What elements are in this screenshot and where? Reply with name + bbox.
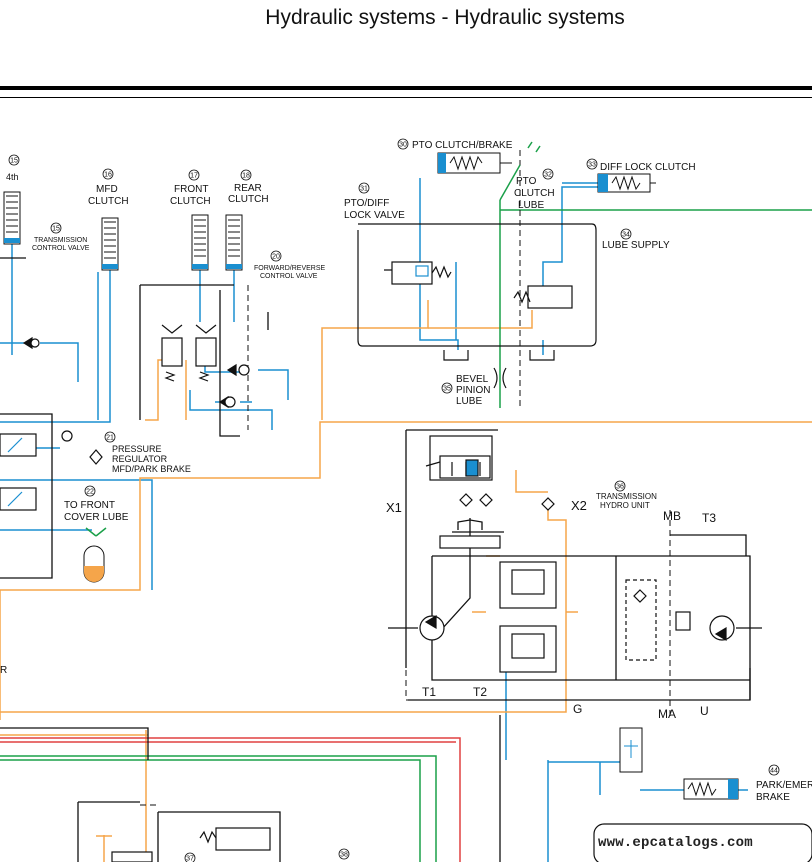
pto-clutch-brake-cylinder bbox=[437, 152, 512, 174]
label-transmission: TRANSMISSION bbox=[34, 237, 87, 244]
label-bevel-lube: LUBE bbox=[456, 396, 482, 407]
label-lube-supply: LUBE SUPPLY bbox=[602, 240, 670, 251]
label-pto: PTO bbox=[516, 176, 537, 187]
dashed-boundaries bbox=[140, 150, 750, 806]
label-37-num: 37 bbox=[186, 856, 194, 862]
label-rear-clutch: CLUTCH bbox=[228, 194, 269, 205]
red-lines bbox=[0, 737, 461, 862]
mfd-clutch-spring bbox=[101, 217, 119, 271]
port-x2: X2 bbox=[571, 498, 587, 513]
port-r: R bbox=[0, 665, 7, 676]
label-30-num: 30 bbox=[399, 142, 407, 149]
port-g: G bbox=[573, 702, 582, 716]
pto-switch bbox=[499, 141, 541, 201]
label-front: FRONT bbox=[174, 184, 208, 195]
label-4th: 4th bbox=[6, 172, 19, 182]
label-pto-clutch-brake: PTO CLUTCH/BRAKE bbox=[412, 140, 513, 151]
label-diff-lock-clutch: DIFF LOCK CLUTCH bbox=[600, 162, 696, 173]
label-mfd: MFD bbox=[96, 184, 118, 195]
pressure-regulator bbox=[89, 449, 103, 465]
lube-lines bbox=[0, 200, 812, 862]
park-brake-cylinder bbox=[619, 727, 739, 800]
label-18-num: 18 bbox=[242, 173, 250, 180]
label-bevel: BEVEL bbox=[456, 374, 489, 385]
label-38-num: 38 bbox=[340, 852, 348, 859]
front-clutch-spring bbox=[191, 214, 209, 271]
label-pressure: PRESSURE bbox=[112, 444, 162, 454]
label-16-num: 16 bbox=[104, 172, 112, 179]
watermark: www.epcatalogs.com bbox=[598, 835, 753, 851]
bottom-valves bbox=[111, 823, 812, 862]
port-ma: MA bbox=[658, 707, 676, 721]
forward-reverse-valve bbox=[161, 324, 217, 382]
label-pto-clutch: CLUTCH bbox=[514, 188, 555, 199]
label-17-num: 17 bbox=[190, 173, 198, 180]
hydro-unit-control-valve bbox=[425, 435, 555, 511]
label-15-num: 15 bbox=[52, 226, 60, 233]
bevel-pinion-orifice bbox=[493, 367, 507, 389]
front-cover-accumulator bbox=[83, 527, 107, 583]
port-x1: X1 bbox=[386, 500, 402, 515]
label-regulator: REGULATOR bbox=[112, 454, 168, 464]
label-lock-valve: LOCK VALVE bbox=[344, 210, 405, 221]
label-forward-reverse: FORWARD/REVERSE bbox=[254, 265, 326, 272]
label-mfd-clutch: CLUTCH bbox=[88, 196, 129, 207]
clutch-4th-spring bbox=[3, 191, 21, 245]
label-mfd-park-brake: MFD/PARK BRAKE bbox=[112, 464, 191, 474]
label-fr-control-valve: CONTROL VALVE bbox=[260, 273, 318, 280]
label-36-num: 36 bbox=[616, 484, 624, 491]
label-to-front: TO FRONT bbox=[64, 500, 115, 511]
label-rear: REAR bbox=[234, 183, 262, 194]
label-32-num: 32 bbox=[544, 172, 552, 179]
component-labels: 15 4th 15 TRANSMISSION CONTROL VALVE 16 … bbox=[6, 138, 812, 862]
label-front-clutch: CLUTCH bbox=[170, 196, 211, 207]
label-park-emer: PARK/EMER bbox=[756, 780, 812, 791]
hydro-pump-motor bbox=[388, 535, 762, 673]
port-labels: X1 X2 MB T3 T1 T2 G MA U R bbox=[0, 498, 716, 721]
pto-diff-lock-valve bbox=[357, 223, 597, 361]
label-hydro-unit: HYDRO UNIT bbox=[600, 501, 650, 510]
label-pto-diff: PTO/DIFF bbox=[344, 198, 389, 209]
port-mb: MB bbox=[663, 509, 681, 523]
label-35-num: 35 bbox=[443, 386, 451, 393]
label-park-brake: BRAKE bbox=[756, 792, 790, 803]
port-t2: T2 bbox=[473, 685, 487, 699]
diff-lock-clutch-cylinder bbox=[597, 173, 656, 193]
port-t1: T1 bbox=[422, 685, 436, 699]
header-rule bbox=[0, 86, 812, 90]
label-21-num: 21 bbox=[106, 435, 114, 442]
label-31-num: 31 bbox=[360, 186, 368, 193]
label-33-num: 33 bbox=[588, 162, 596, 169]
pressure-lines bbox=[0, 178, 748, 862]
label-cover-lube: COVER LUBE bbox=[64, 512, 129, 523]
label-transmission-hu: TRANSMISSION bbox=[596, 492, 657, 501]
port-u: U bbox=[700, 704, 709, 718]
label-pinion: PINION bbox=[456, 385, 490, 396]
label-pto-lube: LUBE bbox=[518, 200, 544, 211]
label-34-num: 34 bbox=[622, 232, 630, 239]
label-44-num: 44 bbox=[770, 768, 778, 775]
transmission-control-spools bbox=[0, 433, 37, 511]
header-rule-thin bbox=[0, 97, 812, 98]
label-15-top-num: 15 bbox=[10, 158, 18, 165]
label-22-num: 22 bbox=[86, 489, 94, 496]
page-title: Hydraulic systems - Hydraulic systems bbox=[265, 6, 625, 29]
port-t3: T3 bbox=[702, 511, 716, 525]
check-valves bbox=[22, 336, 250, 442]
rear-clutch-spring bbox=[225, 214, 243, 271]
label-20-num: 20 bbox=[272, 254, 280, 261]
label-control-valve: CONTROL VALVE bbox=[32, 245, 90, 252]
